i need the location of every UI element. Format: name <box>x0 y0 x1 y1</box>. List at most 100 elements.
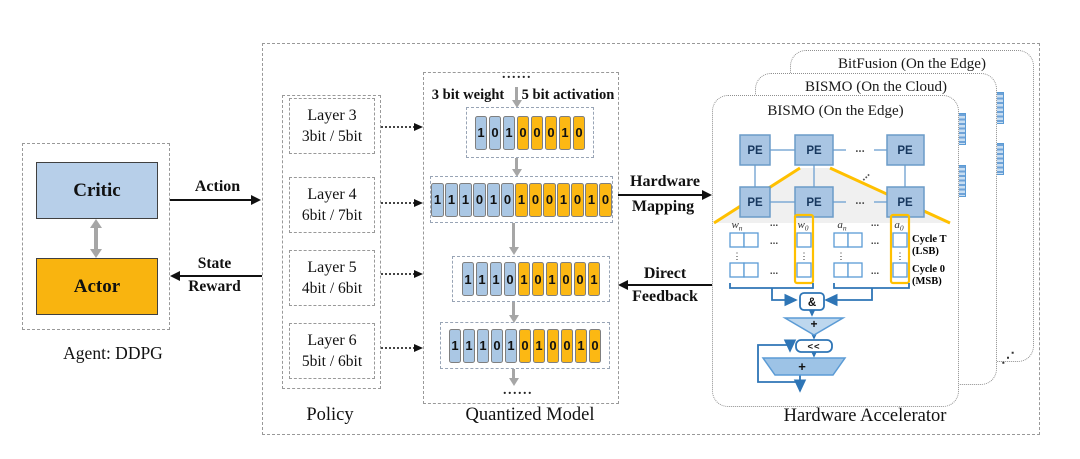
and-gate-label: & <box>808 297 816 309</box>
shifter <box>795 339 833 353</box>
activation-bit: 0 <box>560 328 574 363</box>
row-arrow-1 <box>511 158 522 177</box>
layer-bits: 3bit / 5bit <box>301 127 363 145</box>
activation-bit: 0 <box>529 182 542 217</box>
activation-bit: 0 <box>518 328 532 363</box>
environment-frame <box>262 43 1040 435</box>
row-arrow-4 <box>508 369 519 386</box>
weight-bit: 1 <box>431 182 444 217</box>
quantized-bottom-dots: ...... <box>503 383 533 398</box>
svg-text:⋮: ⋮ <box>837 251 846 261</box>
a0-label: a0 <box>894 219 904 233</box>
weight-bit: 1 <box>489 262 503 296</box>
quantized-frame <box>423 72 619 404</box>
direct-feedback-label-bottom: Feedback <box>632 288 698 305</box>
action-arrow <box>170 195 261 205</box>
card-bismo-edge-title: BISMO (On the Edge) <box>767 103 904 119</box>
layer6-arrow <box>381 343 423 352</box>
weight-bit: 1 <box>475 262 489 296</box>
pe-connectors <box>754 149 906 203</box>
weight-bit: 0 <box>501 182 514 217</box>
activation-bit: 0 <box>516 115 530 150</box>
col-ellipsis: ... <box>770 266 779 277</box>
cycle-t-label: Cycle T <box>912 234 947 245</box>
card-bitfusion-title: BitFusion (On the Edge) <box>838 56 986 72</box>
col-ellipsis: ... <box>871 236 880 247</box>
msb-label: (MSB) <box>912 276 942 287</box>
critic-box: Critic <box>36 162 158 219</box>
weight-bit: 1 <box>476 328 490 363</box>
pe-label: PE <box>747 197 763 209</box>
bismo-cloud-memory-bar-2 <box>958 165 966 197</box>
hardware-mapping-arrow <box>618 190 712 200</box>
pe-box <box>794 134 834 166</box>
layer5-arrow <box>381 269 423 278</box>
activation-bit: 1 <box>587 262 601 296</box>
pe-box <box>886 134 925 166</box>
w0-highlight-box <box>793 213 815 285</box>
layer-box-6: Layer 6 5bit / 6bit <box>289 323 375 379</box>
agent-caption: Agent: DDPG <box>63 343 163 363</box>
layer-name: Layer 3 <box>307 107 357 124</box>
activation-bit: 1 <box>532 328 546 363</box>
activation-bit: 0 <box>588 328 602 363</box>
col-ellipsis: ... <box>871 218 880 229</box>
activation-bit: 1 <box>545 262 559 296</box>
pe-label: PE <box>806 197 822 209</box>
cycle-labels: Cycle T (LSB) Cycle 0 (MSB) <box>912 234 947 287</box>
layer3-arrow <box>381 122 423 131</box>
wn-label: wn <box>731 219 742 233</box>
acc-feedback <box>757 339 800 383</box>
bismo-cloud-memory-bar-1 <box>958 113 966 145</box>
lsb-label: (LSB) <box>912 246 939 257</box>
activation-bit: 1 <box>574 328 588 363</box>
and-gate <box>799 292 825 311</box>
weight-bit: 1 <box>445 182 458 217</box>
pe-row-ellipsis: ... <box>855 195 865 207</box>
layer-box-3: Layer 3 3bit / 5bit <box>289 98 375 154</box>
state-label: State <box>197 255 232 272</box>
accumulator-label: + <box>798 359 806 374</box>
layer-name: Layer 6 <box>307 332 357 349</box>
header-down-arrow <box>511 87 522 108</box>
reward-label: Reward <box>188 278 241 295</box>
weight-bit: 0 <box>473 182 486 217</box>
adder <box>782 317 846 336</box>
activation-bit: 0 <box>573 262 587 296</box>
weight-bit: 0 <box>490 328 504 363</box>
col-ellipsis: ... <box>770 236 779 247</box>
activation-bit: 0 <box>546 328 560 363</box>
quantized-top-dots: ...... <box>502 67 532 82</box>
agent-frame <box>22 143 170 330</box>
pe-label: PE <box>897 197 913 209</box>
activation-bit: 1 <box>515 182 528 217</box>
accumulator <box>761 357 847 376</box>
weight-bit: 1 <box>504 328 518 363</box>
svg-text:⋮: ⋮ <box>896 251 905 261</box>
layer-bits: 5bit / 6bit <box>301 352 363 370</box>
weight-bit: 1 <box>459 182 472 217</box>
actor-label: Actor <box>73 275 121 297</box>
pe-label: PE <box>806 145 822 157</box>
activation-bit: 0 <box>572 115 586 150</box>
weight-bit: 1 <box>502 115 516 150</box>
w0-label: w0 <box>797 219 808 233</box>
direct-feedback-arrow <box>618 280 712 290</box>
row-arrow-2 <box>508 223 519 255</box>
hardware-accelerator-label: Hardware Accelerator <box>783 406 947 426</box>
critic-label: Critic <box>73 179 121 201</box>
pe-label: PE <box>897 145 913 157</box>
weight-bit: 1 <box>448 328 462 363</box>
pe-row-ellipsis: ... <box>855 143 865 155</box>
row-arrow-3 <box>508 302 519 323</box>
layer-bits: 4bit / 6bit <box>301 279 363 297</box>
layer4-arrow <box>381 198 423 207</box>
weight-bit: 1 <box>487 182 500 217</box>
activation-bit: 0 <box>543 182 556 217</box>
action-label: Action <box>194 178 241 195</box>
activation-bit: 0 <box>571 182 584 217</box>
